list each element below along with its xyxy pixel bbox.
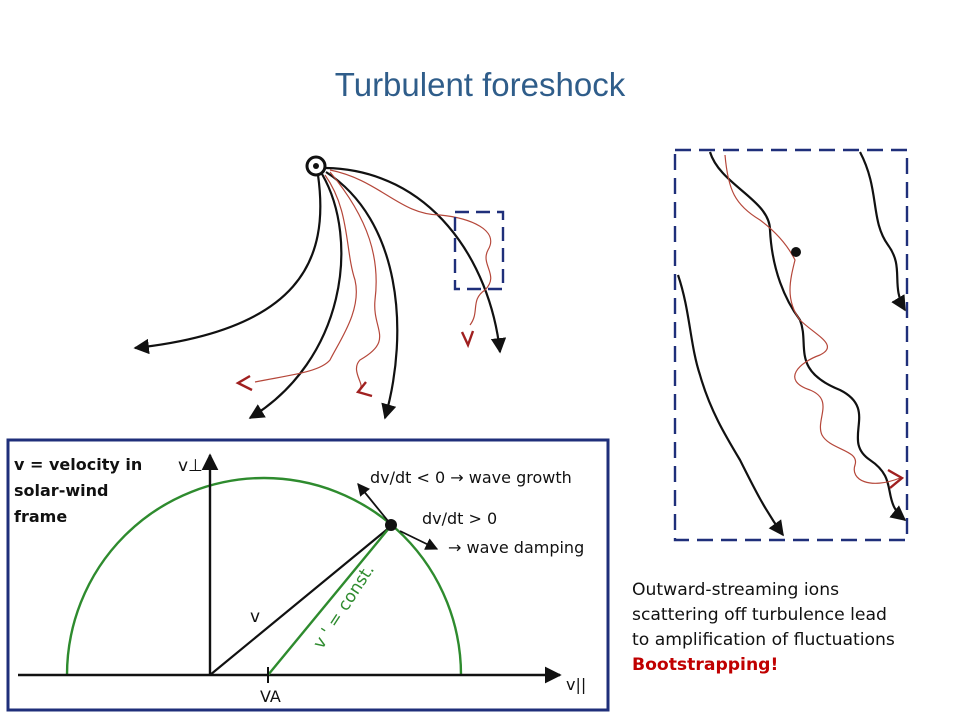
velocity-panel-border [6, 438, 610, 712]
source-point-icon [305, 155, 327, 177]
damping-top-label: dv/dt > 0 [422, 509, 497, 528]
zoom-box-small [453, 210, 505, 291]
ion-path-3 [329, 169, 492, 326]
slide-title: Turbulent foreshock [334, 66, 626, 103]
growth-arrow [357, 483, 389, 522]
ion-path-2 [329, 171, 381, 389]
legend-line-3: frame [14, 507, 67, 526]
v-label: v [250, 607, 260, 627]
zoom-box-large [673, 148, 909, 542]
velocity-vector-vprime [267, 526, 391, 676]
legend-line-2: solar-wind [14, 481, 108, 500]
va-label: VA [260, 687, 281, 706]
velocity-vector-v [209, 526, 391, 676]
zoom-ion-path [724, 154, 901, 484]
zoom-field-line-3 [676, 274, 784, 537]
caption-line-2: scattering off turbulence lead [632, 605, 887, 625]
field-line-4 [325, 166, 507, 354]
zoom-ion-arrowhead [887, 468, 905, 489]
axis-perp-label: v⊥ [178, 456, 203, 476]
legend-line-1: v = velocity in [14, 455, 142, 474]
field-line-3 [325, 171, 399, 420]
constant-speed-circle [65, 476, 463, 676]
field-line-1 [133, 174, 322, 355]
damping-arrow [399, 530, 439, 550]
caption: Outward-streaming ions scattering off tu… [632, 578, 952, 678]
caption-line-3: to amplification of fluctuations [632, 630, 895, 650]
growth-label: dv/dt < 0 → wave growth [370, 468, 572, 487]
damping-bottom-label: → wave damping [448, 538, 584, 557]
caption-line-1: Outward-streaming ions [632, 580, 840, 600]
ion-path-1 [254, 174, 357, 383]
particle-dot [385, 519, 397, 531]
zoom-field-line-1 [708, 151, 907, 521]
ion-arrowheads [235, 330, 475, 398]
zoom-field-line-2 [859, 151, 906, 312]
caption-emphasis: Bootstrapping! [632, 655, 779, 675]
axis-par-label: v|| [566, 675, 586, 694]
field-line-2 [248, 173, 343, 419]
zoom-ion-dot [791, 247, 801, 257]
